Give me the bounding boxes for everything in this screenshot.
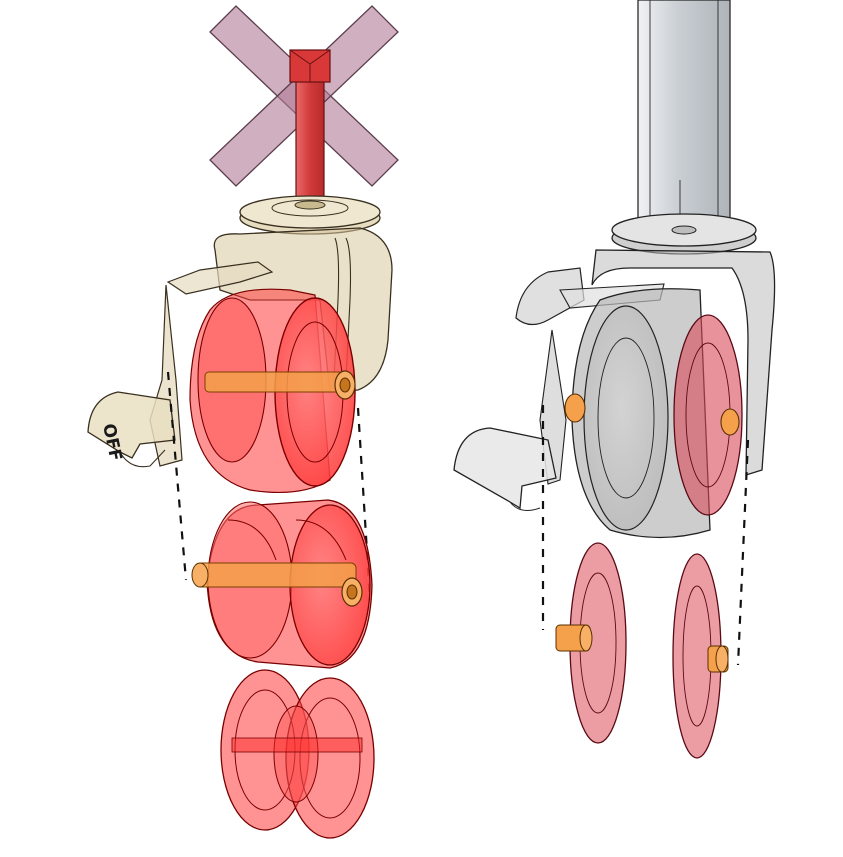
right-wheel-assembled [564,288,743,539]
left-caster-assembly: OFF [87,5,399,839]
swivel-plate [239,195,381,235]
right-explode-guide-lines [541,405,750,666]
right-caster-assembly [453,0,776,759]
left-wheel-assembled [189,288,356,494]
left-double-wheel [220,669,375,839]
pole-tube [637,0,731,229]
right-brake-pedal [453,427,557,511]
right-disc-1 [555,542,627,744]
right-disc-2 [672,553,729,759]
pole-plate [611,213,757,255]
left-wheel-exploded [191,499,373,669]
brake-pedal: OFF [87,391,176,468]
caster-stem [289,49,331,201]
